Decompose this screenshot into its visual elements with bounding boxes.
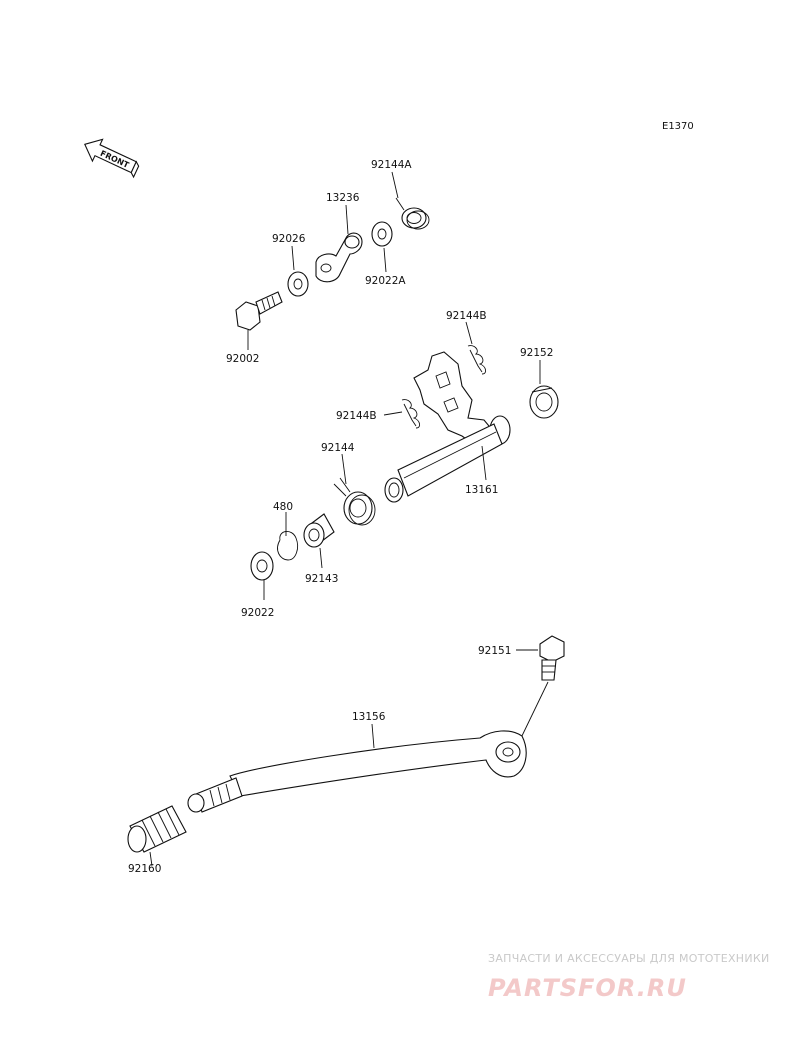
part-label: 13161: [465, 484, 498, 496]
collar-92143: [303, 513, 335, 548]
rubber-92160: [127, 805, 187, 853]
spring-92144a: [395, 197, 430, 230]
part-label: 92151: [478, 645, 511, 657]
collar-92026: [287, 271, 309, 297]
part-label: 92160: [128, 863, 161, 875]
seal-92152: [529, 385, 559, 419]
diagram-code: E1370: [662, 121, 694, 132]
spring-92144b-upper: [467, 345, 487, 375]
washer-92022a: [371, 221, 393, 247]
pedal-13156: [187, 730, 527, 813]
front-arrow-icon: FRONT: [84, 138, 140, 179]
watermark-tagline: ЗАПЧАСТИ И АКСЕССУАРЫ ДЛЯ МОТОТЕХНИКИ: [488, 952, 770, 965]
part-label: 92152: [520, 347, 553, 359]
part-label: 92022A: [365, 275, 406, 287]
part-label: 92002: [226, 353, 259, 365]
arm-13236: [315, 232, 363, 283]
part-label: 13156: [352, 711, 386, 723]
part-label: 92144A: [371, 159, 412, 171]
bolt-92151: [519, 635, 565, 741]
part-label: 13236: [326, 192, 360, 204]
circlip-480: [277, 531, 299, 561]
part-label: 92143: [305, 573, 338, 585]
watermark-brand: PARTSFOR.RU: [488, 974, 687, 1002]
bolt-92002: [235, 291, 283, 331]
part-label: 92144B: [446, 310, 487, 322]
washer-92022: [250, 551, 274, 581]
spring-92144b-lower: [401, 399, 421, 429]
part-label: 480: [273, 501, 293, 513]
part-label: 92026: [272, 233, 306, 245]
part-label: 92144: [321, 442, 355, 454]
shift-shaft-13161: [384, 351, 511, 503]
part-label: 92022: [241, 607, 274, 619]
spring-92144: [333, 477, 376, 526]
part-label: 92144B: [336, 410, 377, 422]
